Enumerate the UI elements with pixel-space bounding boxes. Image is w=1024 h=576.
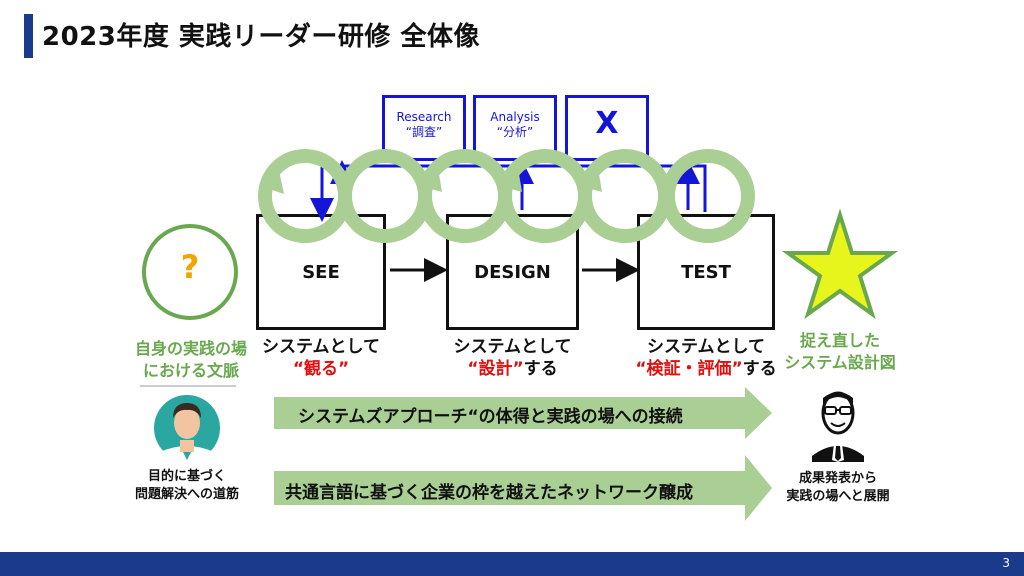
context-label-line1: 自身の実践の場 [134, 339, 247, 358]
spiral-arrowheads [260, 166, 602, 194]
tool-analysis-jp: “分析” [496, 125, 534, 139]
star-icon [781, 208, 899, 320]
design-desc-keyword: “設計” [467, 359, 524, 379]
context-circle [142, 224, 238, 320]
design-desc-line1: システムとして [453, 337, 572, 357]
design-map-label-line2: システム設計図 [784, 353, 896, 372]
spiral-loops [258, 149, 755, 243]
page-title: 2023年度 実践リーダー研修 全体像 [42, 22, 480, 52]
arrow-text-1: システムズアプローチ“の体得と実践の場への接続 [298, 407, 683, 427]
see-description: システムとして “観る” [256, 336, 386, 380]
test-desc-suffix: する [742, 359, 777, 379]
bottom-right-line1: 成果発表から [798, 471, 877, 486]
test-desc-keyword: “検証・評価” [635, 359, 743, 379]
stage-design-label: DESIGN [474, 261, 551, 283]
tool-research-en: Research [396, 110, 452, 124]
bottom-left-label: 目的に基づく 問題解決への道筋 [124, 468, 250, 504]
bottom-left-line1: 目的に基づく [147, 469, 226, 484]
tool-box-research: Research “調査” [382, 95, 466, 161]
presenter-icon [812, 391, 864, 462]
see-desc-line1: システムとして [262, 337, 380, 357]
stage-see-label: SEE [302, 261, 340, 283]
context-label: 自身の実践の場 における文脈 [126, 338, 256, 382]
page-number: 3 [1002, 556, 1010, 570]
bottom-right-label: 成果発表から 実践の場へと展開 [778, 470, 898, 506]
stage-test-label: TEST [681, 261, 731, 283]
footer-bar [0, 552, 1024, 576]
person-icon [154, 395, 220, 466]
arrow-shape-2 [274, 455, 772, 521]
tool-research-jp: “調査” [405, 125, 443, 139]
design-map-label-line1: 捉え直した [799, 331, 880, 350]
test-desc-line1: システムとして [647, 337, 765, 357]
title-accent-bar [24, 14, 33, 58]
bottom-right-line2: 実践の場へと展開 [786, 489, 890, 504]
design-description: システムとして “設計”する [446, 336, 579, 380]
arrow-text-2: 共通言語に基づく企業の枠を越えたネットワーク醸成 [285, 483, 693, 503]
test-description: システムとして “検証・評価”する [626, 336, 786, 380]
context-label-line2: における文脈 [142, 361, 239, 380]
question-mark-icon: ? [180, 248, 200, 286]
arrow-shape-1 [274, 387, 772, 439]
see-desc-keyword: “観る” [292, 359, 350, 379]
design-desc-suffix: する [523, 359, 558, 379]
tool-analysis-en: Analysis [490, 110, 540, 124]
tool-x-label: X [595, 106, 619, 141]
bottom-left-line2: 問題解決への道筋 [134, 487, 239, 502]
tool-box-x: X [565, 95, 649, 161]
design-map-label: 捉え直した システム設計図 [780, 330, 900, 374]
